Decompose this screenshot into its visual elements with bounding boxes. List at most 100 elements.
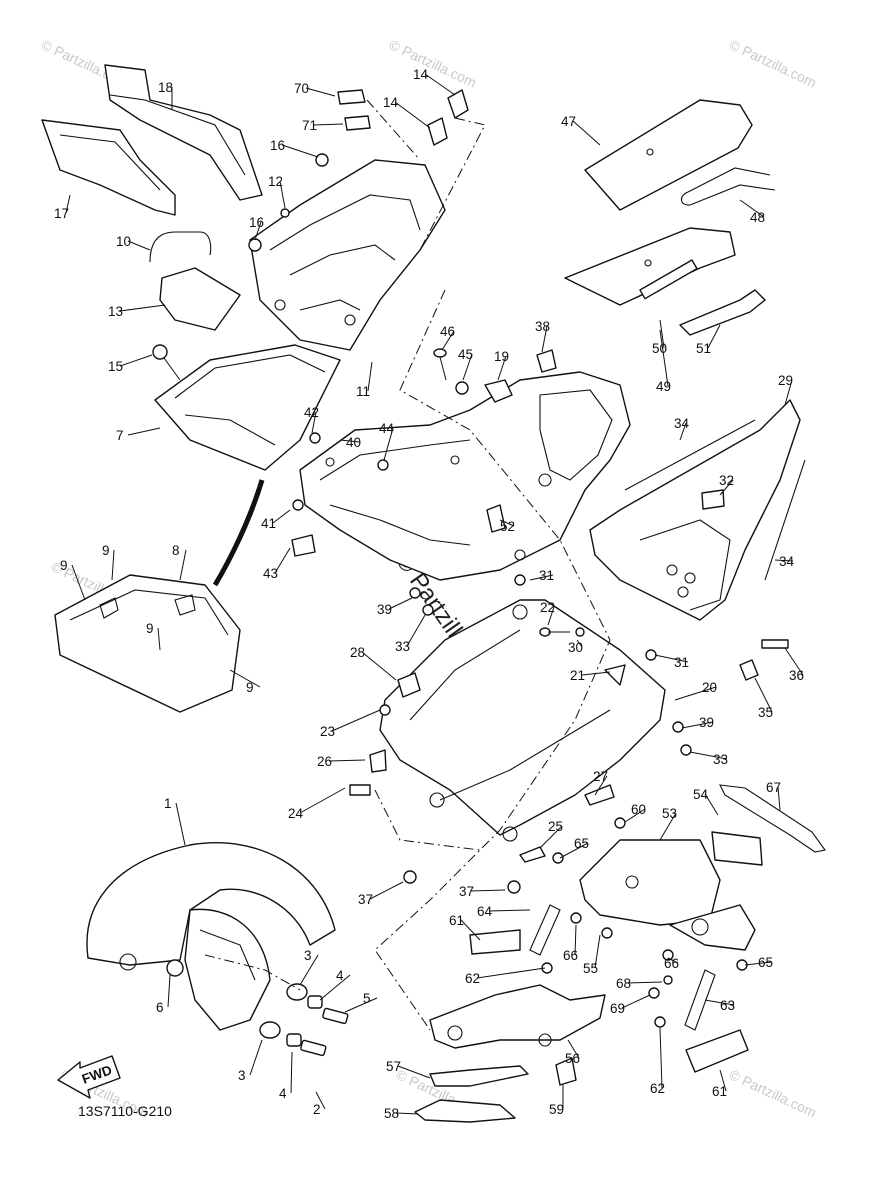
- rear-frame-upper: [249, 159, 446, 351]
- part-19-clamp: [484, 379, 513, 403]
- callout-32: 32: [719, 473, 734, 488]
- part-29-side-cover: [589, 399, 801, 621]
- part-54-reflector: [711, 831, 763, 866]
- callout-leader-9: [111, 549, 115, 581]
- callout-58: 58: [384, 1106, 399, 1121]
- callout-leader-66: [667, 957, 679, 964]
- callout-leader-9: [157, 627, 161, 651]
- callout-leader-5: [344, 997, 378, 1013]
- callout-leader-47: [572, 120, 601, 146]
- dashed-guide-left: [374, 789, 481, 851]
- callout-leader-26: [328, 759, 366, 762]
- part-3-collar-b: [259, 1021, 281, 1039]
- callout-leader-15: [119, 354, 153, 367]
- callout-leader-35: [754, 677, 773, 713]
- callout-leader-9: [229, 669, 261, 688]
- part-62-nut-b: [654, 1016, 666, 1028]
- part-65-bolt-a: [552, 852, 564, 864]
- callout-19: 19: [494, 349, 509, 364]
- callout-18: 18: [158, 80, 173, 95]
- callout-3: 3: [304, 948, 312, 963]
- part-1-front-fender: [86, 842, 336, 1031]
- part-35-pad: [739, 659, 759, 681]
- callout-leader-36: [784, 647, 804, 676]
- callout-leader-63: [704, 999, 735, 1006]
- callout-leader-25: [539, 825, 563, 849]
- callout-9: 9: [246, 680, 254, 695]
- part-5-bolt: [322, 1007, 349, 1025]
- part-14-bracket-b: [427, 117, 448, 146]
- part-61-reflector-b: [685, 1029, 749, 1073]
- callout-leader-24: [299, 787, 346, 814]
- callout-leader-43: [274, 547, 291, 574]
- part-7-storage-tray: [154, 344, 341, 471]
- callout-leader-65: [559, 842, 589, 859]
- callout-1: 1: [164, 796, 172, 811]
- callout-leader-55: [594, 934, 601, 969]
- callout-leader-4: [319, 974, 351, 1001]
- part-59-connector: [555, 1057, 577, 1086]
- part-6-nut: [166, 959, 184, 977]
- callout-50: 50: [652, 341, 667, 356]
- callout-17: 17: [54, 206, 69, 221]
- callout-leader-3: [249, 1039, 263, 1076]
- callout-63: 63: [720, 998, 735, 1013]
- callout-6: 6: [156, 1000, 164, 1015]
- callout-25: 25: [548, 819, 563, 834]
- callout-60: 60: [631, 802, 646, 817]
- part-10-band: [149, 231, 212, 263]
- callout-leader-34: [774, 559, 794, 562]
- part-9-lower-tray: [54, 574, 241, 713]
- connector-arrow: [212, 479, 265, 587]
- callout-leader-50: [659, 319, 665, 349]
- callout-37: 37: [459, 884, 474, 899]
- callout-labels: 1233445679999810111213141415161617181920…: [54, 67, 804, 1121]
- callout-61: 61: [712, 1084, 727, 1099]
- dashed-guide-70: [366, 99, 421, 161]
- part-16-fastener-a: [315, 153, 329, 167]
- callout-leader-31: [654, 654, 689, 663]
- callout-leader-61: [719, 1069, 727, 1092]
- callout-20: 20: [702, 680, 717, 695]
- part-71-pad: [344, 115, 371, 131]
- part-32-pad: [701, 489, 725, 510]
- callout-leader-52: [499, 519, 515, 527]
- watermark-top-right: © Partzilla.com: [727, 36, 819, 90]
- part-57-bracket: [429, 1065, 529, 1087]
- part-12-grommet: [280, 208, 290, 218]
- callout-leader-17: [65, 194, 71, 214]
- callout-leader-23: [331, 709, 381, 732]
- part-47-manual: [584, 99, 753, 211]
- part-37-grommet-a: [403, 870, 417, 884]
- callout-46: 46: [440, 324, 455, 339]
- watermark-bottom-right: © Partzilla.com: [727, 1066, 819, 1120]
- callout-leader-6: [167, 974, 171, 1008]
- callout-9: 9: [102, 543, 110, 558]
- callout-33: 33: [395, 639, 410, 654]
- callout-leader-29: [784, 379, 793, 406]
- fwd-direction-arrow: FWD: [57, 1055, 121, 1099]
- part-37-grommet-b: [507, 880, 521, 894]
- callout-leader-2: [315, 1091, 326, 1110]
- callout-29: 29: [778, 373, 793, 388]
- callout-43: 43: [263, 566, 278, 581]
- dashed-guide-main: [374, 289, 611, 1031]
- dashed-guide-fender: [204, 954, 301, 991]
- callout-48: 48: [750, 210, 765, 225]
- callout-53: 53: [662, 806, 677, 821]
- callout-leader-56: [567, 1039, 580, 1059]
- callout-leader-38: [541, 325, 548, 353]
- part-36-pad: [761, 639, 789, 649]
- callout-leader-20: [674, 686, 717, 701]
- callout-22: 22: [540, 600, 555, 615]
- part-30-bolt: [575, 627, 585, 637]
- part-50-wrench: [639, 259, 698, 300]
- callout-39: 39: [699, 715, 714, 730]
- callout-leader-33: [689, 751, 728, 760]
- part-56-mounting-plate: [429, 984, 606, 1049]
- callout-leader-69: [621, 994, 651, 1009]
- callout-leader-41: [272, 509, 291, 524]
- callout-5: 5: [363, 991, 371, 1006]
- callout-leader-16: [281, 144, 319, 158]
- part-52-bracket: [486, 504, 506, 533]
